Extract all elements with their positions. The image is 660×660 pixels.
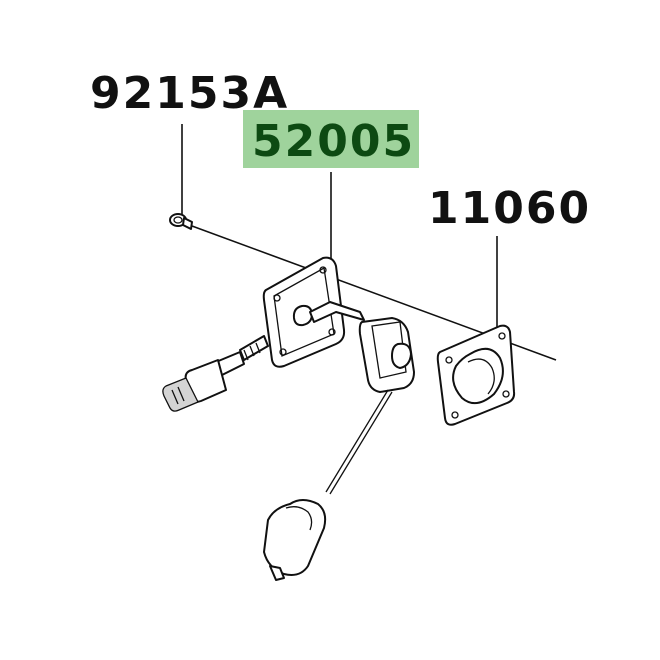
part-52005-highlight	[243, 110, 419, 168]
bolt-92153a[interactable]	[169, 213, 193, 230]
part-label-11060[interactable]: 11060	[428, 183, 591, 234]
fuel-pump-assembly-52005[interactable]	[162, 256, 415, 581]
part-label-52005[interactable]: 52005	[252, 116, 415, 167]
part-label-92153a[interactable]: 92153A	[90, 68, 289, 119]
gasket-11060[interactable]	[436, 324, 516, 426]
